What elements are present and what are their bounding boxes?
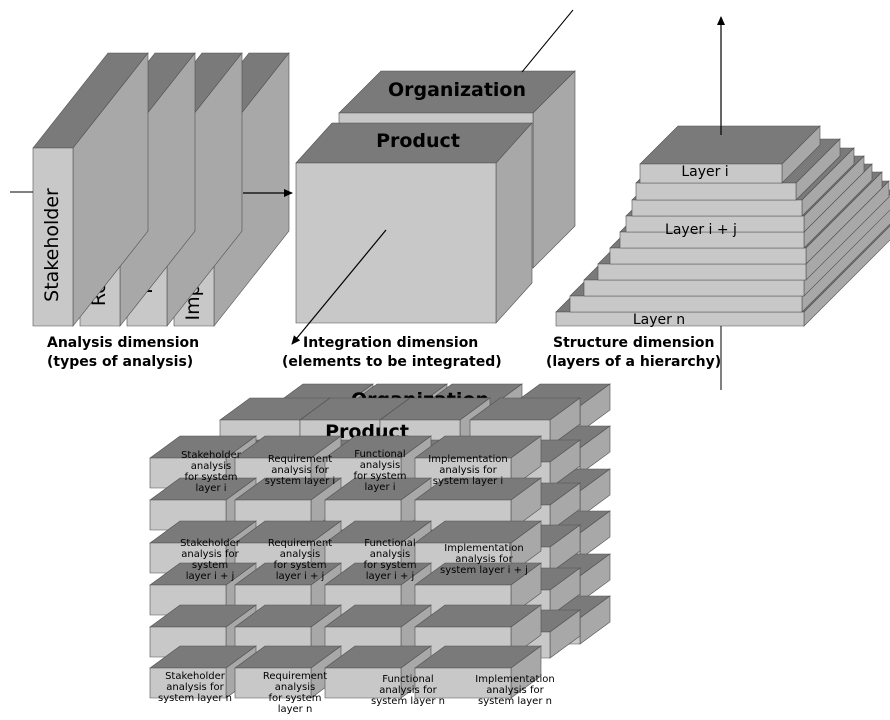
combined-cell-label: layer n — [278, 704, 313, 715]
structure-layer-n-label: Layer n — [633, 312, 685, 328]
combined-cell-label: Functional — [382, 674, 433, 685]
combined-cell-label: layer i — [364, 482, 395, 493]
structure-layer-i-label: Layer i — [681, 164, 728, 180]
combined-cell-label: analysis for — [455, 554, 513, 565]
combined-cell-label: Functional — [364, 538, 415, 549]
combined-cell-label: Stakeholder — [181, 450, 242, 461]
combined-cell-label: layer i + j — [186, 571, 235, 582]
integration-arrow — [291, 229, 387, 345]
analysis-dimension-group: ImplementationFunctionalRequirementStake… — [32, 52, 290, 327]
integration-top-line — [521, 9, 574, 73]
combined-cell-label: analysis — [280, 549, 321, 560]
combined-cell-label: layer i + j — [276, 571, 325, 582]
combined-cell-label: Requirement — [263, 671, 327, 682]
structure-plate-5-front — [609, 247, 807, 265]
combined-front-block-5-0-front — [149, 667, 227, 699]
combined-matrix-group: OrganizationProductStakeholderanalysisfo… — [149, 383, 611, 715]
combined-front-block-5-1-front — [234, 667, 312, 699]
combined-cell-label: for system — [363, 560, 416, 571]
combined-front-block-5-2-front — [324, 667, 402, 699]
combined-cell-label: analysis for — [439, 465, 497, 476]
combined-cell-label: analysis for — [271, 465, 329, 476]
combined-cell-label: for system — [268, 693, 321, 704]
combined-cell-label: analysis — [360, 460, 401, 471]
combined-cell-label: analysis — [191, 461, 232, 472]
structure-plate-9-front — [635, 182, 797, 201]
structure-plate-2-front — [569, 295, 803, 313]
analysis-caption-line1: Analysis dimension — [47, 335, 199, 351]
analysis-slab-1: Stakeholder — [32, 52, 149, 327]
combined-cell-label: Requirement — [268, 454, 332, 465]
combined-front-block-5-0 — [149, 645, 257, 699]
combined-front-block-5-3-front — [414, 667, 512, 699]
combined-cell-label: analysis — [370, 549, 411, 560]
combined-cell-label: analysis for — [486, 685, 544, 696]
combined-cell-label: Functional — [354, 449, 405, 460]
combined-cell-label: for system — [273, 560, 326, 571]
combined-cell-label: system layer n — [158, 693, 232, 704]
combined-cell-label: system layer i — [265, 476, 335, 487]
combined-cell-label: Implementation — [475, 674, 554, 685]
combined-cell-label: for system — [184, 472, 237, 483]
combined-cell-label: system — [192, 560, 228, 571]
combined-cell-label: analysis for — [166, 682, 224, 693]
structure-plate-8-front — [631, 199, 803, 217]
combined-cell-label: Requirement — [268, 538, 332, 549]
structure-caption-line2: (layers of a hierarchy) — [546, 354, 721, 370]
analysis-slab-1-front — [32, 147, 74, 327]
combined-front-block-5-2 — [324, 645, 432, 699]
combined-cell-label: analysis for — [181, 549, 239, 560]
combined-front-block-4-3 — [414, 604, 542, 658]
integration-organization-label: Organization — [388, 79, 526, 101]
integration-caption-line2: (elements to be integrated) — [282, 354, 502, 370]
analysis-slab-label: Stakeholder — [41, 188, 63, 302]
combined-cell-label: system layer i + j — [440, 565, 528, 576]
analysis-caption-line2: (types of analysis) — [47, 354, 193, 370]
combined-cell-label: system layer n — [478, 696, 552, 707]
combined-cell-label: for system — [353, 471, 406, 482]
combined-front-block-5-3 — [414, 645, 542, 699]
combined-cell-label: Stakeholder — [180, 538, 241, 549]
integration-product-label: Product — [376, 130, 460, 152]
structure-plate-10 — [639, 125, 821, 184]
combined-cell-label: Stakeholder — [165, 671, 226, 682]
structure-plate-3-front — [583, 279, 805, 297]
structure-caption-line1: Structure dimension — [553, 335, 714, 351]
integration-caption-line1: Integration dimension — [303, 335, 478, 351]
combined-front-block-2-3 — [414, 520, 542, 574]
combined-cell-label: layer i + j — [366, 571, 415, 582]
combined-cell-label: system layer n — [371, 696, 445, 707]
combined-front-block-1-3 — [414, 477, 542, 531]
structure-plate-10-front — [639, 163, 783, 184]
integration-box-product — [295, 122, 533, 324]
combined-cell-label: Implementation — [428, 454, 507, 465]
combined-cell-label: system layer i — [433, 476, 503, 487]
combined-cell-label: layer i — [195, 483, 226, 494]
combined-cell-label: analysis — [275, 682, 316, 693]
structure-dimension-group: Layer i Layer i + j Layer n — [555, 125, 890, 328]
integration-box-product-front — [295, 162, 497, 324]
combined-cell-label: analysis for — [379, 685, 437, 696]
structure-plate-4-front — [597, 263, 807, 281]
structure-layer-ij-label: Layer i + j — [665, 222, 737, 238]
combined-cell-label: Implementation — [444, 543, 523, 554]
